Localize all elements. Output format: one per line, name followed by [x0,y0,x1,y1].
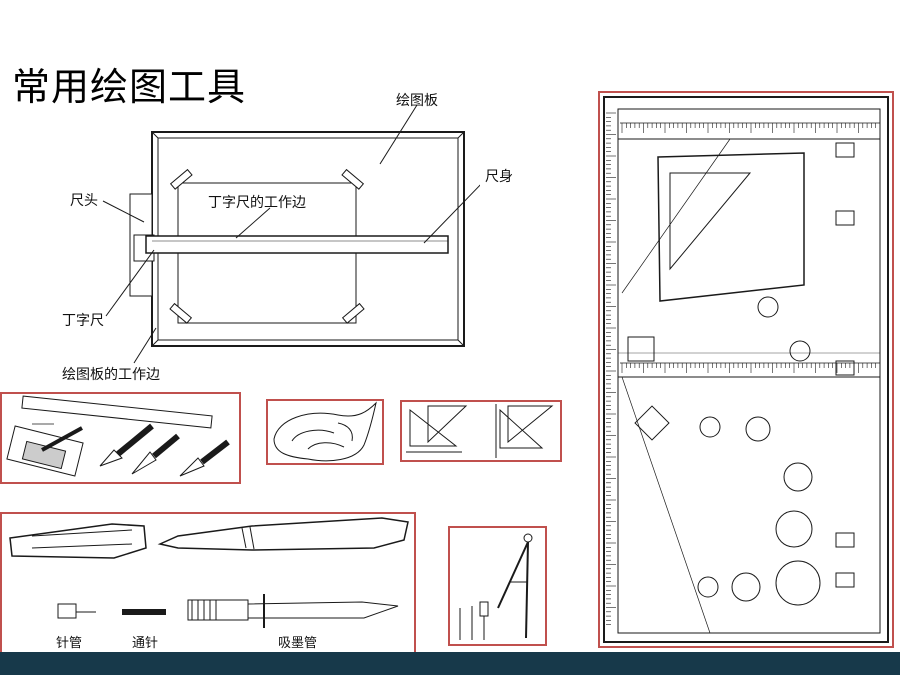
label-t-square-head: 尺头 [70,193,98,209]
slide-title: 常用绘图工具 [12,65,247,109]
drawing-board-illustration [102,104,486,364]
label-cleaning-needle: 通针 [132,636,159,651]
label-t-square-edge: 丁字尺的工作边 [208,195,306,211]
triangles-illustration [406,404,554,458]
french-curve-illustration [273,401,377,462]
label-t-square-body: 尺身 [485,169,513,185]
footer-bar [0,652,900,675]
pencils-illustration [6,395,230,477]
label-needle-tube: 针管 [56,636,83,651]
template-ruler-illustration [603,96,889,643]
pencils-panel [0,392,241,484]
template-ruler-panel [598,91,894,648]
compass-panel [448,526,547,646]
label-board-edge: 绘图板的工作边 [62,367,160,383]
technical-pen-panel: 针管 通针 吸墨管 [0,512,416,654]
label-t-square: 丁字尺 [62,313,104,329]
compass-illustration [459,533,533,640]
triangles-panel [400,400,562,462]
french-curve-panel [266,399,384,465]
drawing-board-diagram: 绘图板 尺头 尺身 丁字尺的工作边 丁字尺 绘图板的工作边 [60,88,513,388]
label-drawing-board: 绘图板 [396,93,438,109]
label-ink-tube: 吸墨管 [278,636,318,651]
technical-pen-illustration [9,517,409,628]
